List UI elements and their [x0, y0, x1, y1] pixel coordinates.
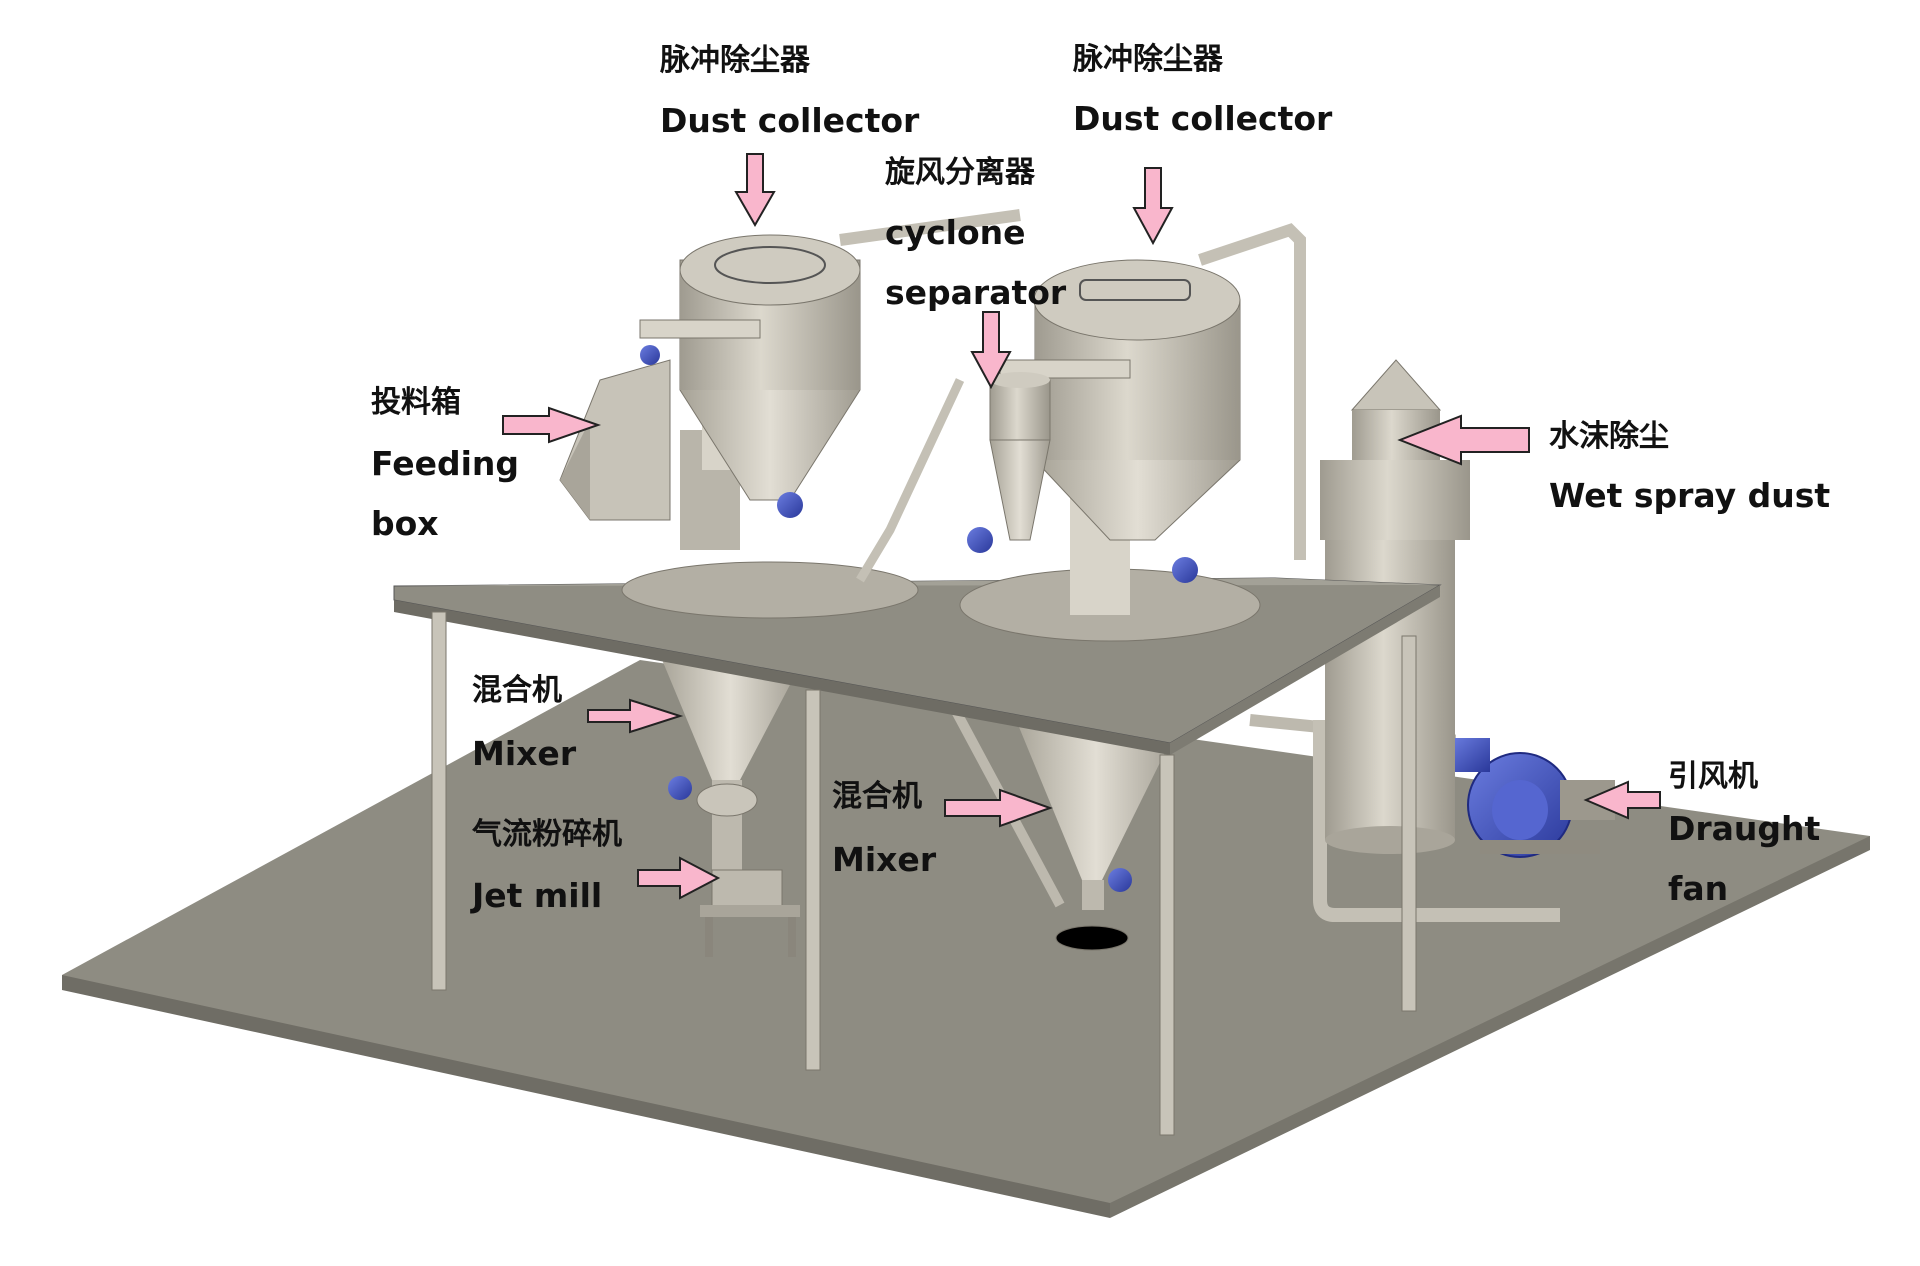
label-cyclone-separator-en1: cyclone: [885, 213, 1026, 252]
label-draught-fan-cn: 引风机: [1668, 759, 1758, 794]
lower-mixer-left: [658, 650, 803, 870]
dust-collector-right-machine: [959, 223, 1306, 642]
lower-mixer-right: [1012, 710, 1180, 951]
cyclone-separator-machine: [856, 372, 1051, 583]
draught-fan-machine: [1450, 738, 1615, 858]
floor-slab: [62, 660, 1870, 1218]
label-draught-fan-en1: Draught: [1668, 809, 1821, 848]
label-draught-fan-en2: fan: [1668, 869, 1729, 908]
dust-collector-left-machine: [621, 209, 1021, 619]
label-dust-collector-left-cn: 脉冲除尘器: [660, 43, 810, 78]
label-cyclone-separator-en2: separator: [885, 273, 1067, 312]
label-jet-mill-cn: 气流粉碎机: [472, 817, 622, 852]
arrow-dust-collector-left: [734, 153, 776, 228]
arrow-dust-collector-right: [1132, 167, 1174, 246]
arrow-jet-mill: [637, 856, 721, 900]
label-mixer-right-cn: 混合机: [832, 779, 922, 814]
arrows: [502, 153, 1661, 900]
label-feeding-box-cn: 投料箱: [371, 385, 461, 420]
label-dust-collector-left-en: Dust collector: [660, 101, 920, 140]
arrow-feeding-box: [502, 406, 602, 444]
label-feeding-box-en1: Feeding: [371, 444, 520, 483]
label-mixer-left-cn: 混合机: [472, 673, 562, 708]
label-wet-spray-dust-en: Wet spray dust: [1549, 476, 1831, 515]
label-feeding-box-en2: box: [371, 504, 439, 543]
arrow-mixer-right: [944, 788, 1053, 828]
label-mixer-left-en: Mixer: [472, 734, 577, 773]
jet-mill-machine: [668, 776, 800, 957]
label-dust-collector-right-cn: 脉冲除尘器: [1073, 42, 1223, 77]
arrow-cyclone-separator: [970, 311, 1012, 390]
arrow-draught-fan: [1583, 780, 1661, 820]
label-wet-spray-dust-cn: 水沫除尘: [1549, 419, 1669, 454]
label-jet-mill-en: Jet mill: [472, 876, 603, 915]
label-cyclone-separator-cn: 旋风分离器: [885, 155, 1035, 190]
arrow-mixer-left: [587, 698, 684, 734]
feeding-box-machine: [559, 345, 671, 521]
platform-legs: [431, 611, 1417, 1136]
label-dust-collector-right-en: Dust collector: [1073, 99, 1333, 138]
arrow-wet-spray-dust: [1397, 414, 1530, 466]
label-mixer-right-en: Mixer: [832, 840, 937, 879]
